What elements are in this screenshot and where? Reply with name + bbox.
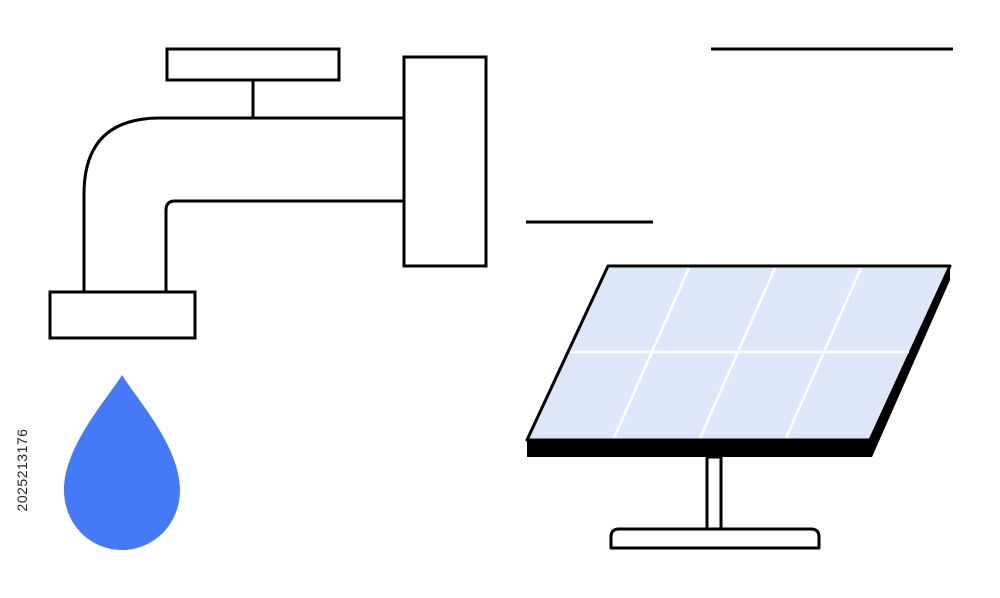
- water-drop-icon: [64, 375, 180, 550]
- solar-panel-grid: [570, 267, 909, 439]
- faucet-spout: [82, 116, 406, 294]
- solar-panel-post: [705, 455, 723, 531]
- solar-panel-icon: [525, 264, 952, 550]
- faucet-handle: [165, 47, 341, 82]
- faucet-icon: [48, 47, 488, 340]
- faucet-spout-tip: [48, 290, 197, 340]
- stock-id-watermark: 2025213176: [14, 428, 30, 512]
- solar-panel-base: [609, 527, 821, 550]
- faucet-wall-mount: [402, 55, 488, 268]
